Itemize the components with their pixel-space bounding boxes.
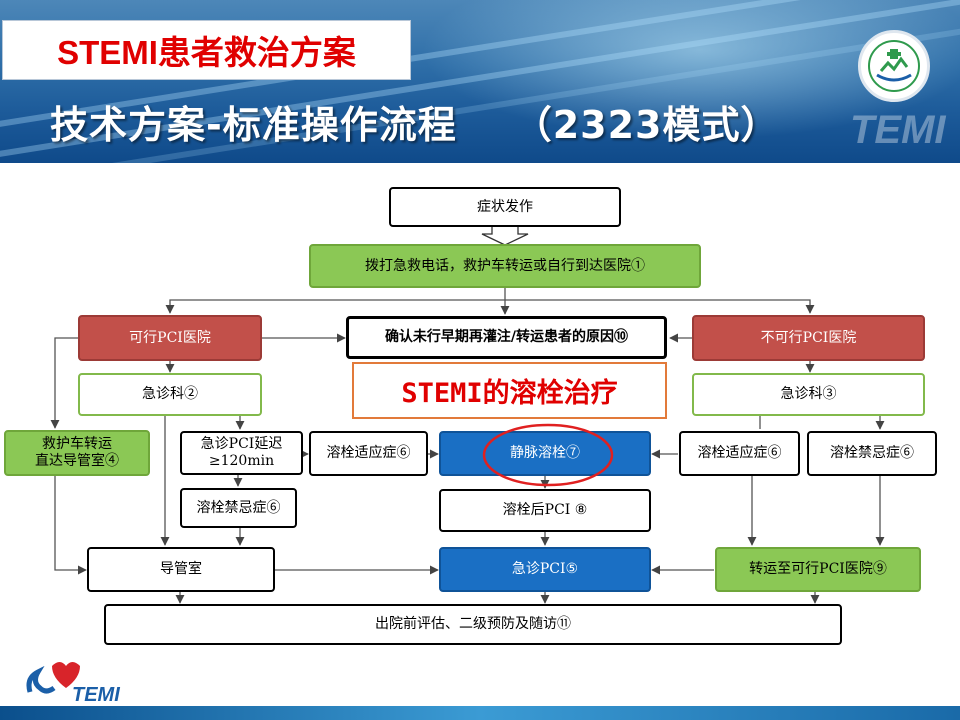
edge-ambulance-to-cath [54,475,87,575]
edge-er-right-split [759,415,880,429]
node-non-pci-hospital: 不可行PCI医院 [692,315,925,361]
node-cath-lab: 导管室 [87,547,275,592]
node-confirm-reason: 确认未行早期再灌注/转运患者的原因⑩ [346,316,667,359]
down-arrow-icon [481,225,529,246]
node-er-left: 急诊科② [78,373,262,416]
node-onset: 症状发作 [389,187,621,227]
footer-bar [0,706,960,720]
node-discharge: 出院前评估、二级预防及随访⑪ [104,604,842,645]
node-ambulance-direct: 救护车转运 直达导管室④ [4,430,150,476]
node-pci-delay: 急诊PCI延迟 ≥120min [180,431,303,475]
edge-call-to-pci [165,287,506,314]
node-iv-lysis: 静脉溶栓⑦ [439,431,651,476]
edge-call-to-nonpci [505,299,815,314]
page-subtitle: 技术方案-标准操作流程 （2323模式） [50,103,780,147]
highlight-circle [482,423,614,487]
node-post-lysis-pci: 溶栓后PCI ⑧ [439,489,651,532]
node-pci-hospital: 可行PCI医院 [78,315,262,361]
page-title: STEMI患者救治方案 [2,20,411,80]
node-lysis-indication-right: 溶栓适应症⑥ [679,431,800,476]
stemi-logo-icon: TEMI [24,656,136,706]
node-er-right: 急诊科③ [692,373,925,416]
node-transfer: 转运至可行PCI医院⑨ [715,547,921,592]
node-lysis-indication-center: 溶栓适应症⑥ [309,431,428,476]
edge-pci-to-ambulance [50,337,78,429]
footer-logo-text: TEMI [72,684,120,706]
node-emergency-pci: 急诊PCI⑤ [439,547,651,592]
node-call: 拨打急救电话，救护车转运或自行到达医院① [309,244,701,288]
stemi-lysis-callout: STEMI的溶栓治疗 [352,362,667,419]
hospital-logo-icon [858,30,930,102]
node-lysis-contraindication-left: 溶栓禁忌症⑥ [180,488,297,528]
header-watermark: TEMI [850,108,946,152]
header-banner: TEMI [0,0,960,163]
node-lysis-contraindication-right: 溶栓禁忌症⑥ [807,431,937,476]
